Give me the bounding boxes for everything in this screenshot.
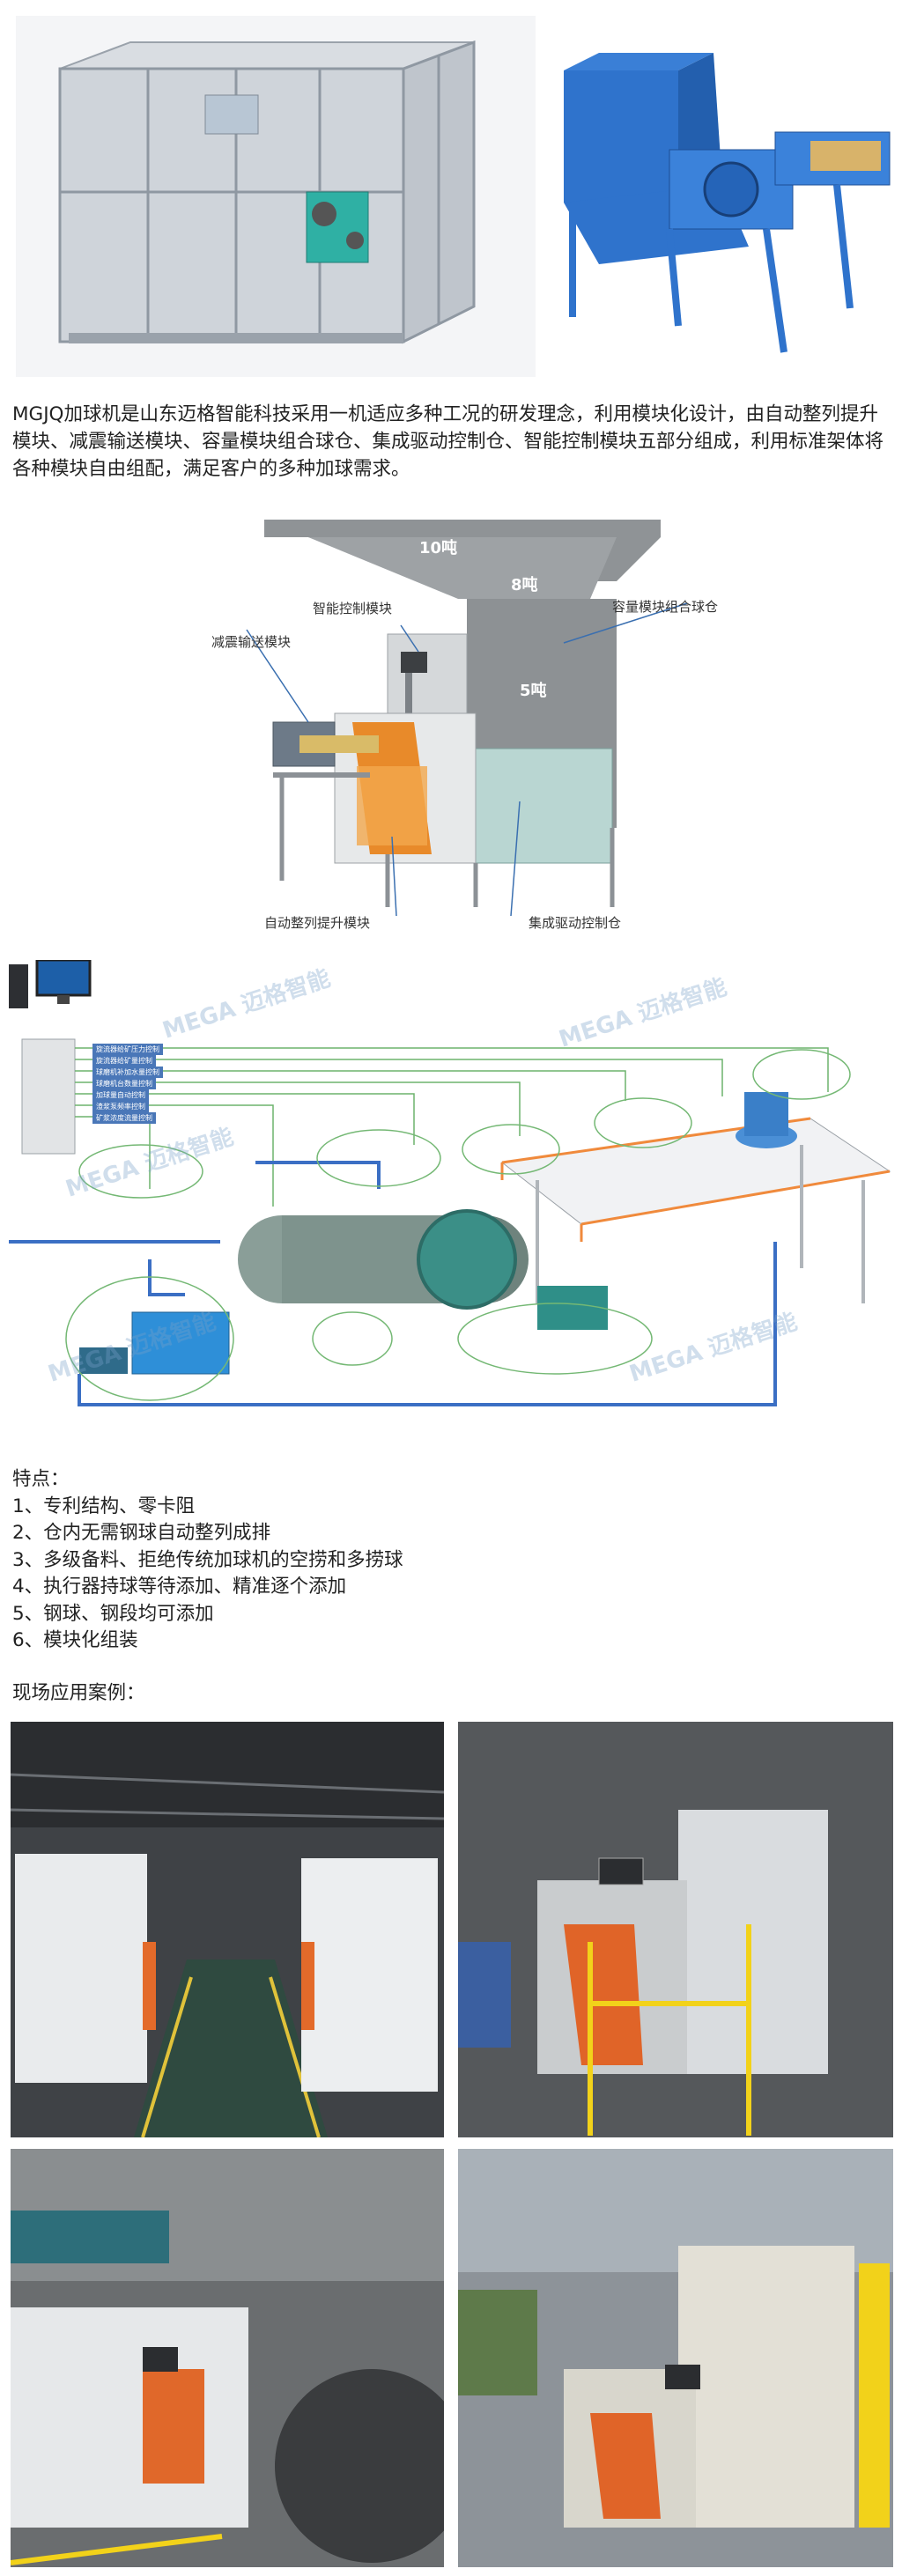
case-photo-control-unit xyxy=(458,1722,893,2137)
signal-3: 球磨机补加水量控制 xyxy=(92,1067,163,1078)
feature-item: 3、多级备料、拒绝传统加球机的空捞和多捞球 xyxy=(12,1548,403,1571)
module-diagram-art xyxy=(246,520,688,917)
signal-6: 渣浆泵频率控制 xyxy=(92,1101,149,1112)
blue-machine-render-frame xyxy=(546,53,894,379)
feature-item: 6、模块化组装 xyxy=(12,1629,138,1651)
label-damping: 减震输送模块 xyxy=(211,634,292,650)
label-capacity-bin: 容量模块组合球仓 xyxy=(612,599,719,615)
intro-paragraph: MGJQ加球机是山东迈格智能科技采用一机适应多种工况的研发理念，利用模块化设计，… xyxy=(12,403,884,480)
capacity-5t: 5吨 xyxy=(520,682,547,700)
signal-7: 矿浆浓度流量控制 xyxy=(92,1112,156,1124)
feature-item: 2、仓内无需钢球自动整列成排 xyxy=(12,1522,271,1544)
label-drive-control: 集成驱动控制仓 xyxy=(529,915,622,931)
features-section: 特点： 1、专利结构、零卡阻 2、仓内无需钢球自动整列成排 3、多级备料、拒绝传… xyxy=(12,1466,805,1655)
process-diagram-art xyxy=(9,958,893,1444)
label-smart-control: 智能控制模块 xyxy=(313,601,393,616)
machine-render-frame xyxy=(16,16,536,377)
feature-item: 5、钢球、钢段均可添加 xyxy=(12,1602,214,1625)
feature-item: 4、执行器持球等待添加、精准逐个添加 xyxy=(12,1576,347,1598)
capacity-10t: 10吨 xyxy=(419,539,458,557)
feature-item: 1、专利结构、零卡阻 xyxy=(12,1495,196,1517)
features-title: 特点： xyxy=(12,1468,70,1490)
case-photo-plant xyxy=(11,2149,444,2567)
signal-2: 旋流器给矿量控制 xyxy=(92,1055,156,1067)
signal-4: 球磨机台数量控制 xyxy=(92,1078,156,1089)
case-photo-outdoor xyxy=(458,2149,893,2567)
signal-5: 加球量自动控制 xyxy=(92,1089,149,1101)
capacity-8t: 8吨 xyxy=(511,576,538,594)
module-diagram: 10吨 8吨 5吨 智能控制模块 减震输送模块 容量模块组合球仓 自动整列提升模… xyxy=(211,520,740,934)
process-control-diagram: 旋流器给矿压力控制 旋流器给矿量控制 球磨机补加水量控制 球磨机台数量控制 加球… xyxy=(9,958,893,1444)
cases-title: 现场应用案例： xyxy=(12,1682,145,1704)
case-photo-warehouse xyxy=(11,1722,444,2137)
signal-1: 旋流器给矿压力控制 xyxy=(92,1044,163,1055)
label-auto-align: 自动整列提升模块 xyxy=(264,915,371,931)
